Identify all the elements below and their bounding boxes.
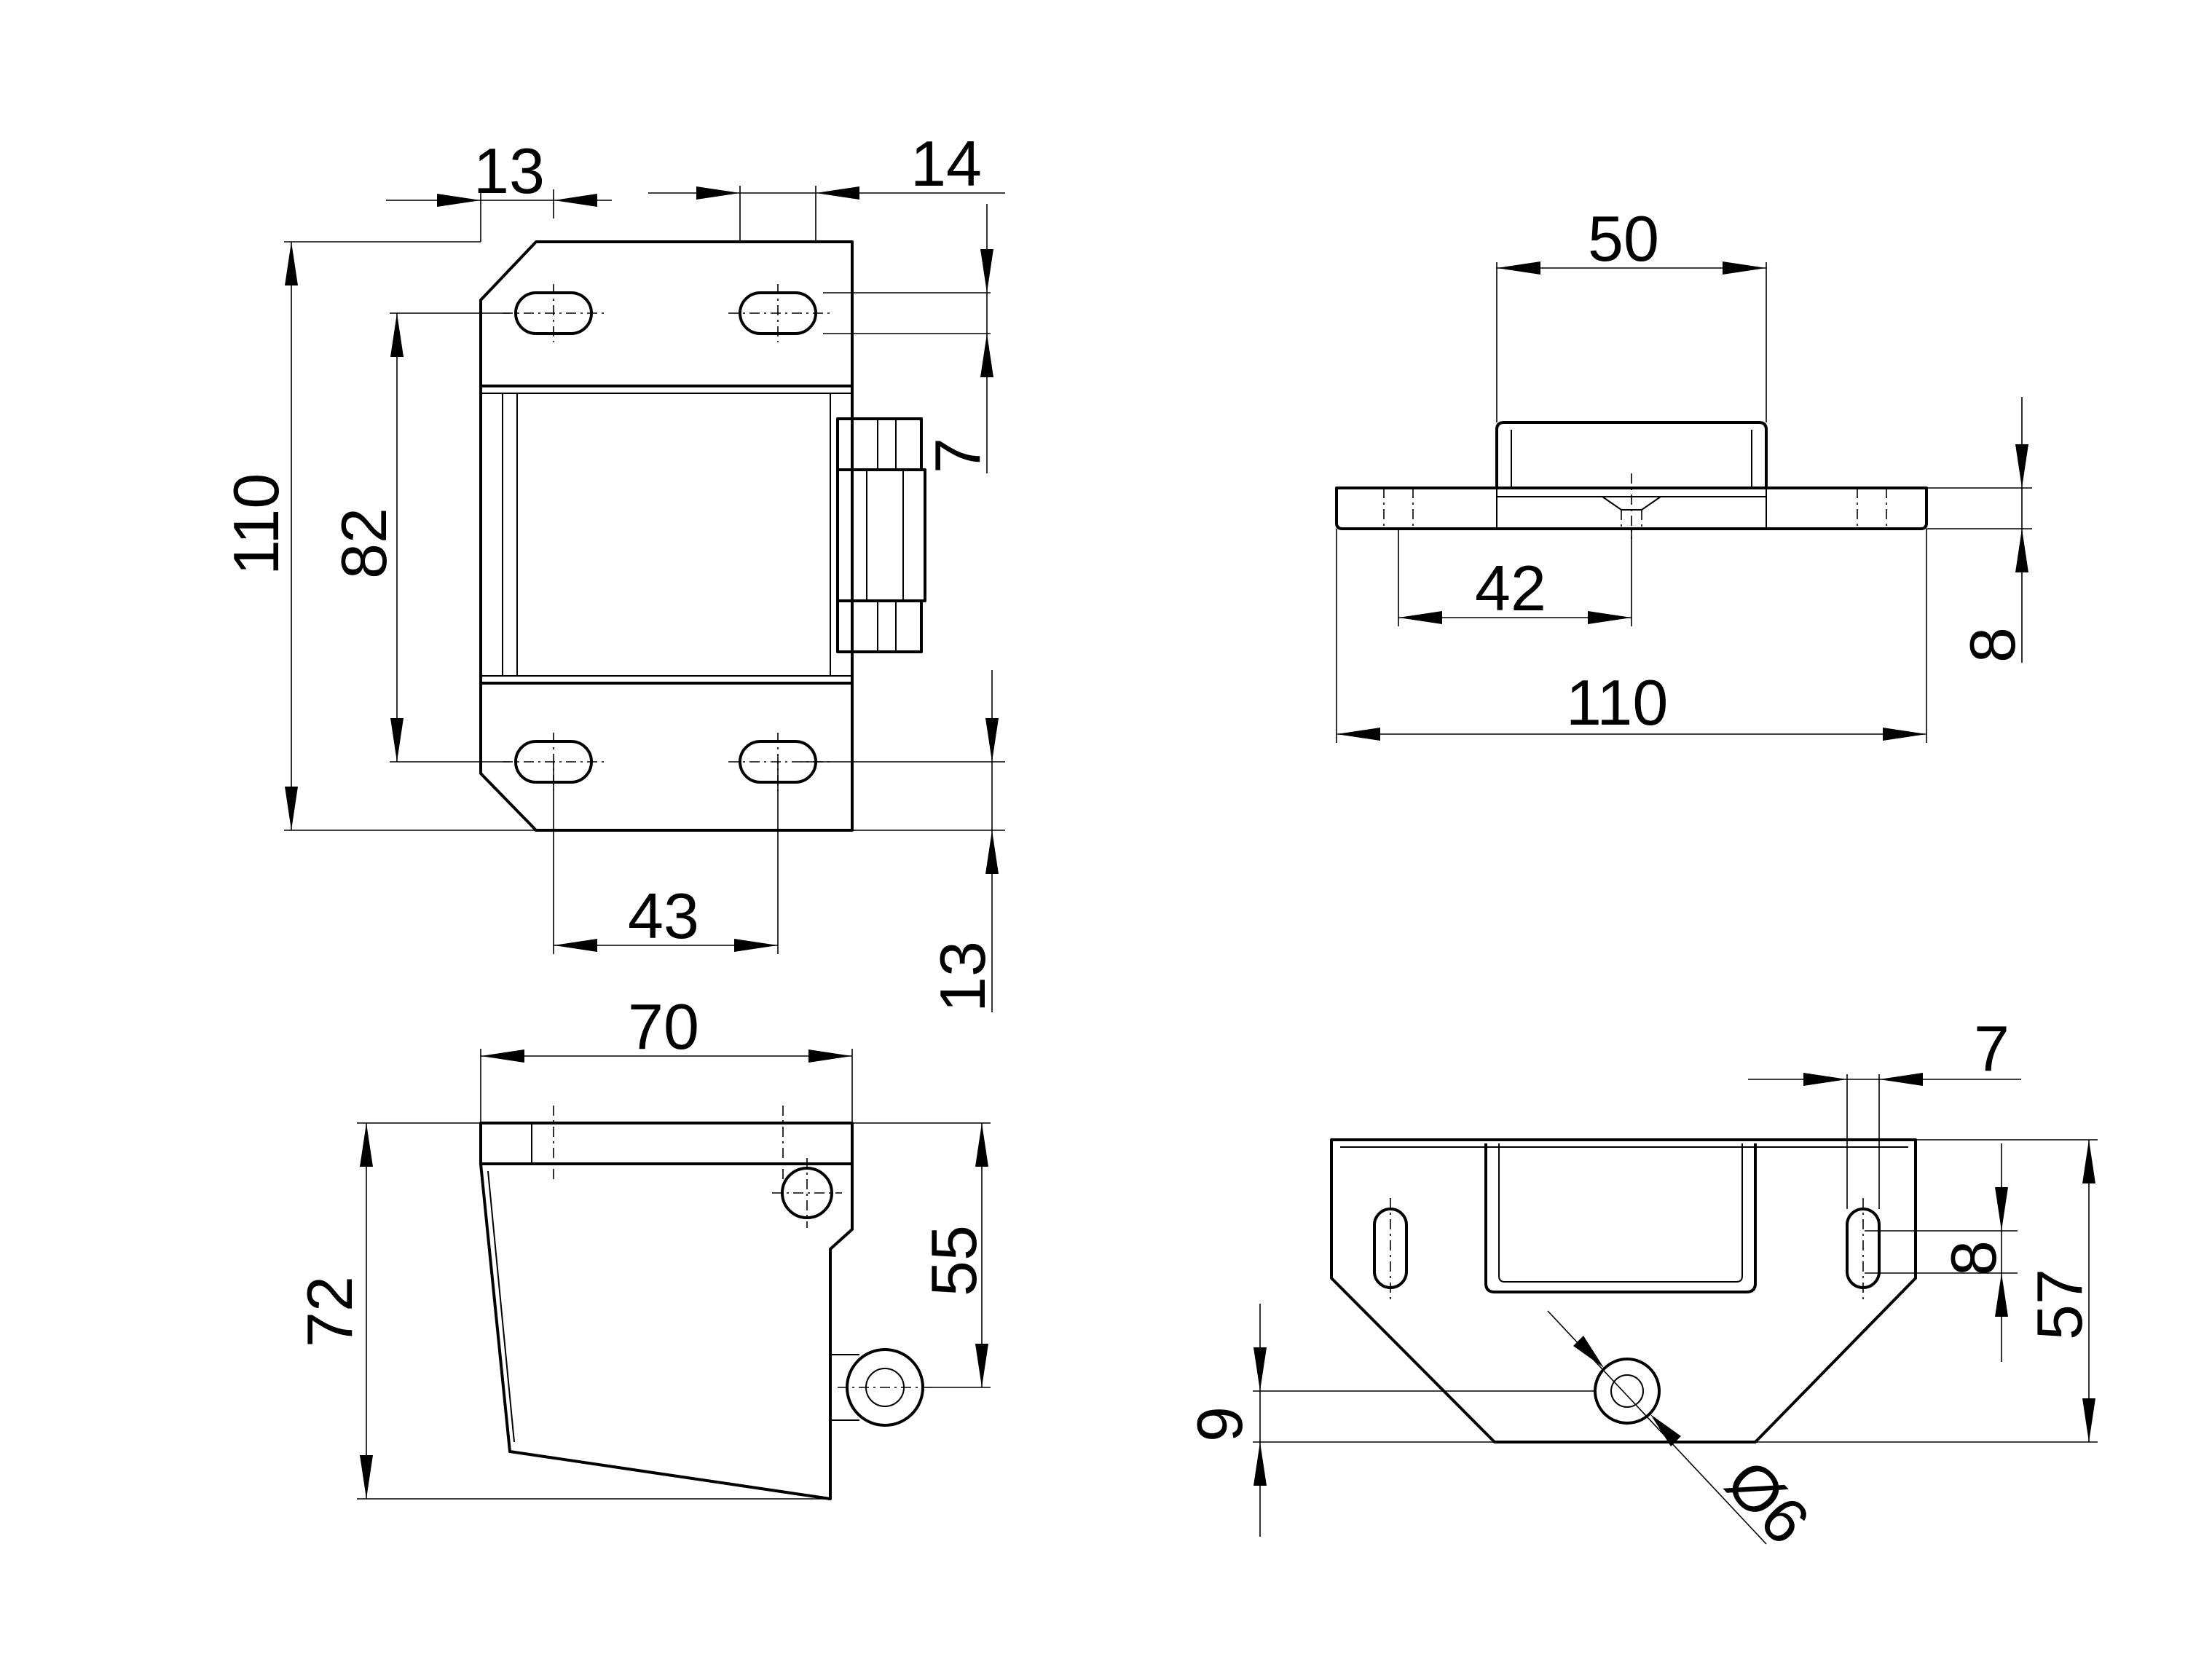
dim-70-side: 70 bbox=[480, 990, 853, 1123]
front-roller-upper bbox=[836, 417, 923, 471]
dim-43-front: 43 bbox=[553, 762, 779, 954]
dim-label-50-top: 50 bbox=[1588, 202, 1659, 275]
side-view: 70 72 55 bbox=[294, 990, 991, 1500]
dim-13-bottom: 13 bbox=[801, 670, 1005, 1012]
dim-label-13-top: 13 bbox=[473, 135, 545, 207]
dim-label-13-bottom: 13 bbox=[926, 941, 999, 1012]
dim-9-bottom: 9 bbox=[1184, 1304, 1595, 1537]
front-lower-flange bbox=[479, 682, 854, 832]
dim-label-55-side: 55 bbox=[918, 1225, 990, 1296]
dim-72-side: 72 bbox=[294, 1122, 830, 1500]
dim-label-14-top: 14 bbox=[910, 127, 982, 200]
dim-label-9-bottom: 9 bbox=[1184, 1406, 1256, 1442]
dim-50-top: 50 bbox=[1496, 202, 1767, 422]
dim-7-bottom: 7 bbox=[1748, 1012, 2021, 1209]
dim-8-top: 8 bbox=[1926, 397, 2032, 663]
dim-label-57-bottom: 57 bbox=[2023, 1269, 2095, 1340]
bottom-view: 7 8 57 9 bbox=[1184, 1012, 2098, 1558]
dim-57-bottom: 57 bbox=[1755, 1139, 2098, 1443]
front-upper-flange bbox=[479, 240, 854, 387]
bottom-hole-inner bbox=[1610, 1374, 1644, 1408]
dim-label-82-front: 82 bbox=[328, 508, 400, 579]
dim-label-72-side: 72 bbox=[294, 1276, 366, 1347]
top-boss bbox=[1495, 421, 1768, 488]
dim-label-7-bottom: 7 bbox=[1974, 1012, 2010, 1084]
dim-label-70-side: 70 bbox=[628, 990, 699, 1063]
dim-label-43-front: 43 bbox=[628, 880, 699, 952]
dim-42-top: 42 bbox=[1398, 529, 1632, 626]
side-top-plate bbox=[479, 1122, 854, 1165]
dim-label-8-bottom: 8 bbox=[1937, 1240, 2010, 1276]
dim-label-110-front: 110 bbox=[220, 473, 292, 575]
dim-8-bottom: 8 bbox=[1865, 1143, 2018, 1362]
dim-label-110-top: 110 bbox=[1566, 666, 1668, 738]
front-roller-lower bbox=[836, 599, 923, 653]
dim-13-top: 13 bbox=[386, 135, 612, 242]
dim-110-front: 110 bbox=[220, 241, 536, 831]
front-view: 13 14 110 82 bbox=[220, 127, 1005, 1012]
dim-82-front: 82 bbox=[328, 312, 510, 763]
front-housing-inner bbox=[502, 393, 831, 677]
dim-label-8-top: 8 bbox=[1956, 627, 2028, 663]
bottom-boss bbox=[1484, 1143, 1757, 1293]
top-view: 50 42 110 8 bbox=[1335, 202, 2032, 743]
dim-label-diameter-6: Ø6 bbox=[1712, 1446, 1823, 1557]
dim-diameter-6-bottom: Ø6 bbox=[1547, 1310, 1824, 1558]
front-housing-outer bbox=[479, 385, 854, 685]
dim-14-top: 14 bbox=[648, 127, 1005, 242]
top-base-plate bbox=[1335, 487, 1928, 530]
bottom-hole-outer bbox=[1594, 1358, 1661, 1425]
dim-label-7-front: 7 bbox=[921, 438, 993, 473]
dim-7-front: 7 bbox=[823, 204, 993, 473]
dim-110-top: 110 bbox=[1336, 529, 1927, 743]
side-body bbox=[479, 1163, 854, 1500]
dim-label-42-top: 42 bbox=[1475, 552, 1546, 624]
dim-55-side: 55 bbox=[852, 1122, 991, 1388]
